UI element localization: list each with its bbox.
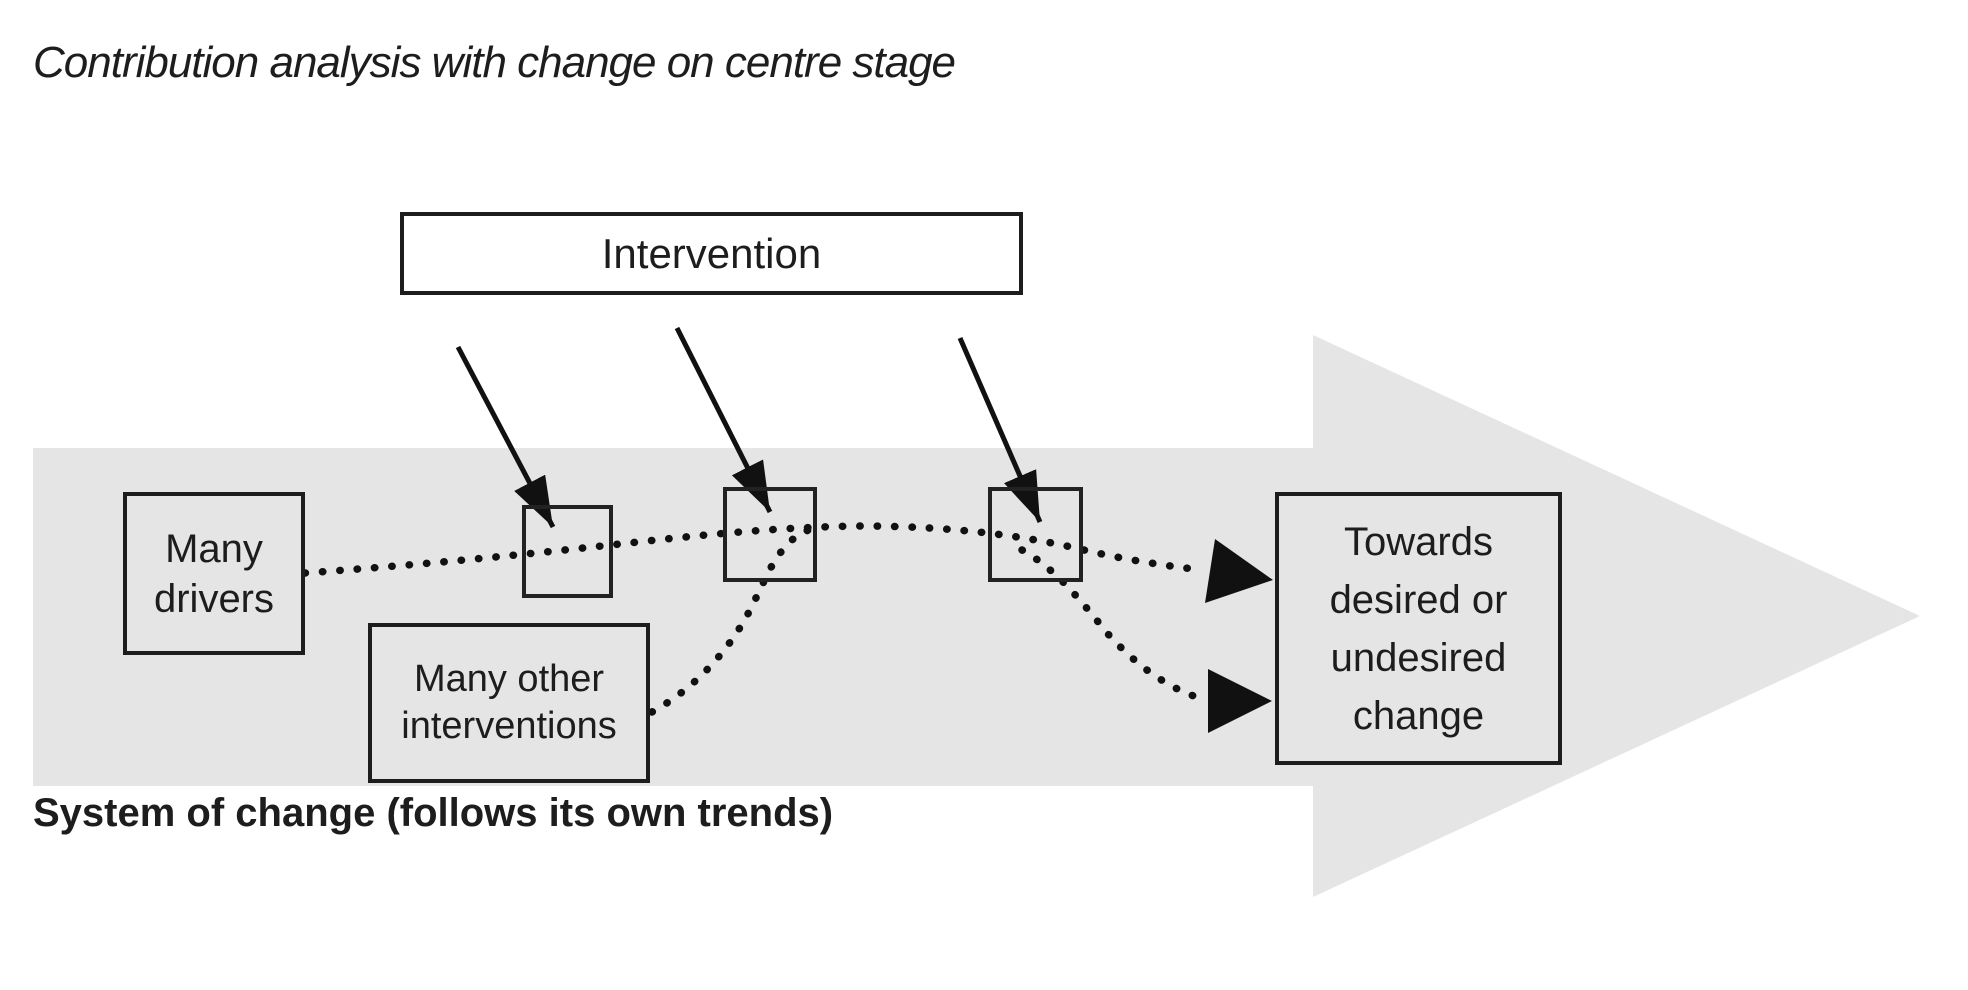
system-change-arrow-shape [33, 335, 1920, 897]
many-drivers-box: Many drivers [123, 492, 305, 655]
many-other-interventions-box: Many other interventions [368, 623, 650, 783]
lower-pathway-arrowhead [1208, 669, 1272, 733]
intervention-point-box-1 [522, 505, 613, 598]
upper-pathway-arrowhead [1205, 539, 1273, 603]
system-of-change-label: System of change (follows its own trends… [33, 791, 834, 835]
intervention-arrow-1 [455, 345, 556, 529]
towards-change-box: Towards desired or undesired change [1275, 492, 1562, 765]
intervention-box: Intervention [400, 212, 1023, 295]
page-title: Contribution analysis with change on cen… [33, 38, 956, 87]
intervention-point-box-3 [988, 487, 1083, 582]
drivers-dotted-pathway [301, 522, 1206, 577]
intervention-point-box-2 [723, 487, 817, 582]
intervention-arrow-2 [674, 326, 773, 514]
undesired-dotted-pathway [1018, 546, 1207, 703]
intervention-arrow-3 [957, 337, 1043, 523]
